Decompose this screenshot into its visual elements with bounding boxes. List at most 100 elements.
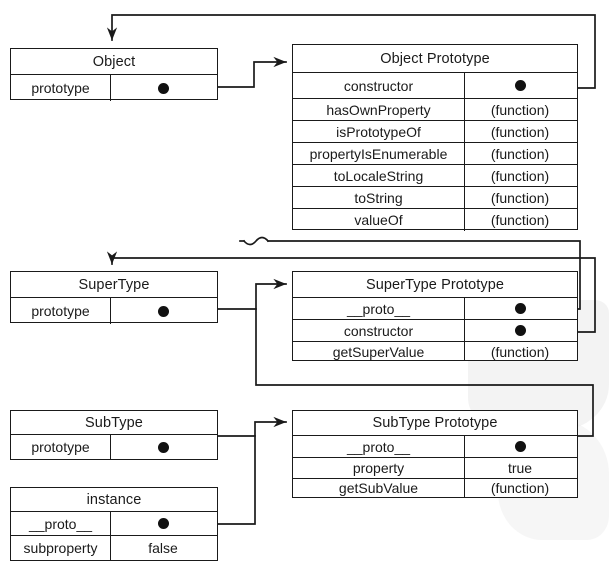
- row-key-label: property: [352, 460, 405, 476]
- table-row[interactable]: isPrototypeOf (function): [293, 121, 577, 143]
- table-row[interactable]: valueOf (function): [293, 209, 577, 231]
- row-key-label: getSubValue: [338, 480, 419, 496]
- box-subtype-prototype[interactable]: SubType Prototype __proto__ property tru…: [292, 410, 578, 498]
- table-row[interactable]: toLocaleString (function): [293, 165, 577, 187]
- table-row[interactable]: propertyIsEnumerable (function): [293, 143, 577, 165]
- box-instance-title: instance: [11, 488, 217, 512]
- row-value: (function): [465, 187, 575, 208]
- row-key-label: hasOwnProperty: [326, 101, 431, 118]
- row-value: [465, 436, 575, 457]
- box-title-label: instance: [86, 491, 142, 508]
- box-object-prototype-title: Object Prototype: [293, 45, 577, 73]
- row-value: [465, 298, 575, 319]
- row-key-label: prototype: [31, 80, 90, 96]
- table-row[interactable]: prototype: [11, 298, 217, 324]
- pointer-dot-icon: [514, 441, 526, 452]
- row-value: [111, 298, 215, 324]
- table-row[interactable]: constructor: [293, 73, 577, 99]
- row-key-label: prototype: [31, 439, 90, 455]
- row-value: (function): [465, 165, 575, 186]
- row-key: getSubValue: [293, 479, 465, 497]
- row-value: [111, 75, 215, 101]
- table-row[interactable]: toString (function): [293, 187, 577, 209]
- row-key: __proto__: [11, 512, 111, 535]
- pointer-dot-icon: [514, 325, 526, 336]
- table-row[interactable]: property true: [293, 458, 577, 479]
- table-row[interactable]: prototype: [11, 75, 217, 101]
- box-supertype-prototype[interactable]: SuperType Prototype __proto__ constructo…: [292, 271, 578, 361]
- pointer-dot-icon: [514, 80, 526, 91]
- row-key: prototype: [11, 435, 111, 459]
- row-value-label: false: [148, 540, 178, 556]
- row-key: hasOwnProperty: [293, 99, 465, 120]
- row-key-label: __proto__: [28, 515, 93, 532]
- row-value-label: (function): [490, 167, 550, 184]
- table-row[interactable]: __proto__: [11, 512, 217, 536]
- row-key: prototype: [11, 75, 111, 101]
- row-value: (function): [465, 479, 575, 497]
- box-title-label: Object Prototype: [380, 50, 490, 67]
- row-value: (function): [465, 121, 575, 142]
- row-value: false: [111, 536, 215, 560]
- box-object-title: Object: [11, 49, 217, 75]
- box-object[interactable]: Object prototype: [10, 48, 218, 101]
- row-value: (function): [465, 143, 575, 164]
- pointer-dot-icon: [157, 305, 169, 317]
- row-key-label: prototype: [31, 303, 90, 319]
- row-key-label: isPrototypeOf: [336, 123, 421, 140]
- table-row[interactable]: subproperty false: [11, 536, 217, 560]
- row-value: (function): [465, 342, 575, 361]
- box-subtype[interactable]: SubType prototype: [10, 410, 218, 460]
- row-key-label: propertyIsEnumerable: [309, 145, 448, 162]
- row-key-label: subproperty: [23, 540, 98, 556]
- row-key: getSuperValue: [293, 342, 465, 361]
- row-value-label: (function): [490, 189, 550, 206]
- row-value: [111, 435, 215, 459]
- box-supertype-title: SuperType: [11, 272, 217, 298]
- row-key-label: constructor: [343, 322, 414, 339]
- row-key: valueOf: [293, 209, 465, 231]
- table-row[interactable]: __proto__: [293, 436, 577, 458]
- box-title-label: SubType Prototype: [372, 415, 498, 431]
- pointer-dot-icon: [514, 303, 526, 314]
- row-key: toLocaleString: [293, 165, 465, 186]
- row-value-label: (function): [490, 343, 550, 360]
- box-instance[interactable]: instance __proto__ subproperty false: [10, 487, 218, 561]
- box-title-label: SuperType Prototype: [365, 276, 505, 293]
- row-key-label: __proto__: [346, 300, 411, 317]
- row-key: constructor: [293, 73, 465, 98]
- row-key: property: [293, 458, 465, 478]
- box-subtype-prototype-title: SubType Prototype: [293, 411, 577, 436]
- row-key: isPrototypeOf: [293, 121, 465, 142]
- row-value: [111, 512, 215, 535]
- box-supertype-prototype-title: SuperType Prototype: [293, 272, 577, 298]
- box-title-label: Object: [92, 53, 136, 70]
- row-key: constructor: [293, 320, 465, 341]
- pointer-dot-icon: [157, 82, 169, 94]
- table-row[interactable]: hasOwnProperty (function): [293, 99, 577, 121]
- box-title-label: SubType: [85, 414, 143, 431]
- table-row[interactable]: getSuperValue (function): [293, 342, 577, 361]
- box-title-label: SuperType: [78, 276, 150, 293]
- row-key-label: __proto__: [346, 438, 411, 455]
- row-value: true: [465, 458, 575, 478]
- table-row[interactable]: constructor: [293, 320, 577, 342]
- row-key-label: toString: [354, 189, 403, 206]
- row-value-label: (function): [490, 480, 550, 496]
- row-key: subproperty: [11, 536, 111, 560]
- table-row[interactable]: prototype: [11, 435, 217, 459]
- row-value: (function): [465, 209, 575, 231]
- box-object-prototype[interactable]: Object Prototype constructor hasOwnPrope…: [292, 44, 578, 231]
- row-value: [465, 320, 575, 341]
- box-supertype[interactable]: SuperType prototype: [10, 271, 218, 324]
- row-key-label: valueOf: [354, 212, 403, 228]
- row-key: toString: [293, 187, 465, 208]
- row-key: prototype: [11, 298, 111, 324]
- row-key: __proto__: [293, 436, 465, 457]
- row-value-label: true: [507, 460, 533, 476]
- row-key-label: getSuperValue: [332, 343, 425, 360]
- row-value-label: (function): [490, 212, 550, 228]
- table-row[interactable]: getSubValue (function): [293, 479, 577, 497]
- row-value-label: (function): [490, 145, 550, 162]
- table-row[interactable]: __proto__: [293, 298, 577, 320]
